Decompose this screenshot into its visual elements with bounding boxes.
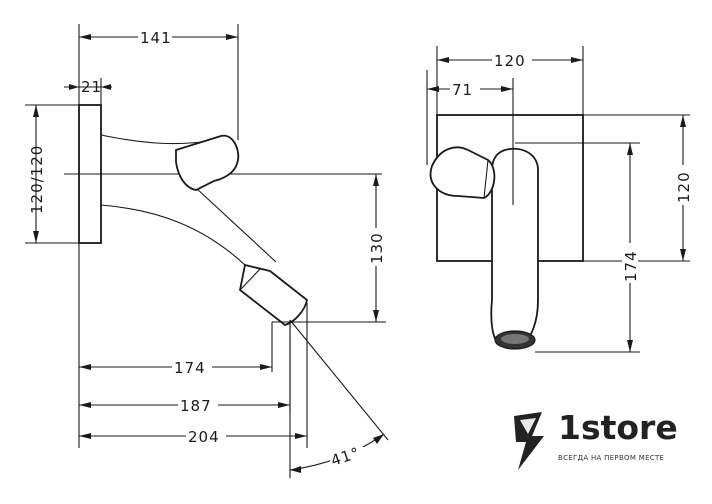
lightning-bolt-icon [514,412,544,470]
side-view: 141 21 120/120 130 174 187 204 [25,24,389,478]
lever-body [490,147,539,346]
label-21: 21 [81,78,102,96]
label-174-right: 174 [622,250,640,282]
label-71: 71 [452,81,473,99]
handle [175,134,240,191]
store-logo: 1store ВСЕГДА НА ПЕРВОМ МЕСТЕ [510,408,700,478]
label-204: 204 [188,428,220,446]
label-120-top: 120 [494,52,526,70]
spout-body [100,134,277,273]
label-120-120: 120/120 [28,145,46,214]
spout-outlet [239,263,308,326]
logo-tagline: ВСЕГДА НА ПЕРВОМ МЕСТЕ [558,454,665,462]
logo-name: 1store [558,408,678,447]
label-130: 130 [368,232,386,264]
handle-knob [429,146,496,199]
label-120-right: 120 [675,171,693,203]
front-view: 120 71 120 174 [426,46,693,353]
label-141: 141 [140,29,172,47]
label-187: 187 [180,397,212,415]
label-174: 174 [174,359,206,377]
